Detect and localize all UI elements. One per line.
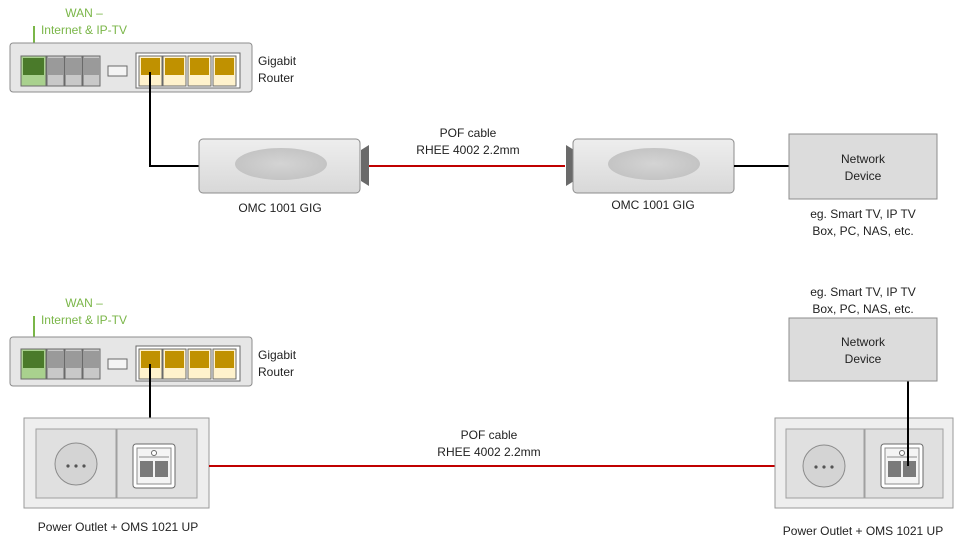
svg-text:Gigabit: Gigabit [258,54,297,68]
top-omc-left-oval [235,148,327,180]
top-omc-left [198,138,369,194]
bottom-network-device: Network Device [788,317,938,382]
bottom-outlet-left-socket [54,442,98,486]
bottom-outlet-right-socket [802,444,846,488]
svg-text:RHEE 4002 2.2mm: RHEE 4002 2.2mm [416,143,519,157]
top-gigabit-router [9,42,253,93]
top-network-device: Network Device [788,133,938,200]
top-router-label: Gigabit Router [258,54,297,85]
svg-text:Network: Network [841,335,886,349]
svg-text:Internet & IP-TV: Internet & IP-TV [41,23,127,37]
bottom-gigabit-router [9,336,253,387]
top-omc-left-label: OMC 1001 GIG [238,201,321,215]
svg-text:eg. Smart TV, IP TV: eg. Smart TV, IP TV [810,285,916,299]
svg-text:Box, PC, NAS, etc.: Box, PC, NAS, etc. [812,302,913,316]
svg-text:eg. Smart TV, IP TV: eg. Smart TV, IP TV [810,207,916,221]
top-omc-right-oval [608,148,700,180]
bottom-router-label: Gigabit Router [258,348,297,379]
bottom-usb-port [107,358,128,370]
svg-text:Internet & IP-TV: Internet & IP-TV [41,313,127,327]
top-pof-label: POF cable RHEE 4002 2.2mm [416,126,519,157]
svg-text:Network: Network [841,152,886,166]
top-omc-right-label: OMC 1001 GIG [611,198,694,212]
svg-text:Device: Device [845,169,882,183]
svg-text:WAN –: WAN – [65,6,103,20]
svg-text:POF cable: POF cable [440,126,497,140]
bottom-network-device-box [788,317,938,382]
svg-text:RHEE 4002 2.2mm: RHEE 4002 2.2mm [437,445,540,459]
top-wan-port [23,58,44,75]
top-ethernet-cable-router [149,72,200,167]
top-wan-label: WAN – Internet & IP-TV [33,6,127,62]
svg-text:Router: Router [258,365,294,379]
top-omc-left-connector [361,145,369,186]
bottom-device-examples: eg. Smart TV, IP TV Box, PC, NAS, etc. [810,285,916,316]
svg-text:Device: Device [845,352,882,366]
top-usb-port [107,65,128,77]
bottom-scenario: WAN – Internet & IP-TV [9,285,954,538]
svg-text:Router: Router [258,71,294,85]
svg-text:WAN –: WAN – [65,296,103,310]
bottom-outlet-right-oms-module [880,443,924,489]
top-network-device-box [788,133,938,200]
svg-text:POF cable: POF cable [461,428,518,442]
top-device-examples: eg. Smart TV, IP TV Box, PC, NAS, etc. [810,207,916,238]
bottom-outlet-left-label: Power Outlet + OMS 1021 UP [38,520,198,534]
svg-text:Gigabit: Gigabit [258,348,297,362]
top-scenario: WAN – Internet & IP-TV [9,6,938,238]
bottom-outlet-left [23,417,210,509]
bottom-wan-port [23,351,44,368]
bottom-outlet-right [774,417,954,509]
bottom-outlet-left-oms-module [132,443,176,489]
svg-text:Box, PC, NAS, etc.: Box, PC, NAS, etc. [812,224,913,238]
bottom-outlet-right-label: Power Outlet + OMS 1021 UP [783,524,943,538]
top-omc-right [566,138,735,194]
bottom-pof-label: POF cable RHEE 4002 2.2mm [437,428,540,459]
top-omc-right-connector [566,145,574,186]
